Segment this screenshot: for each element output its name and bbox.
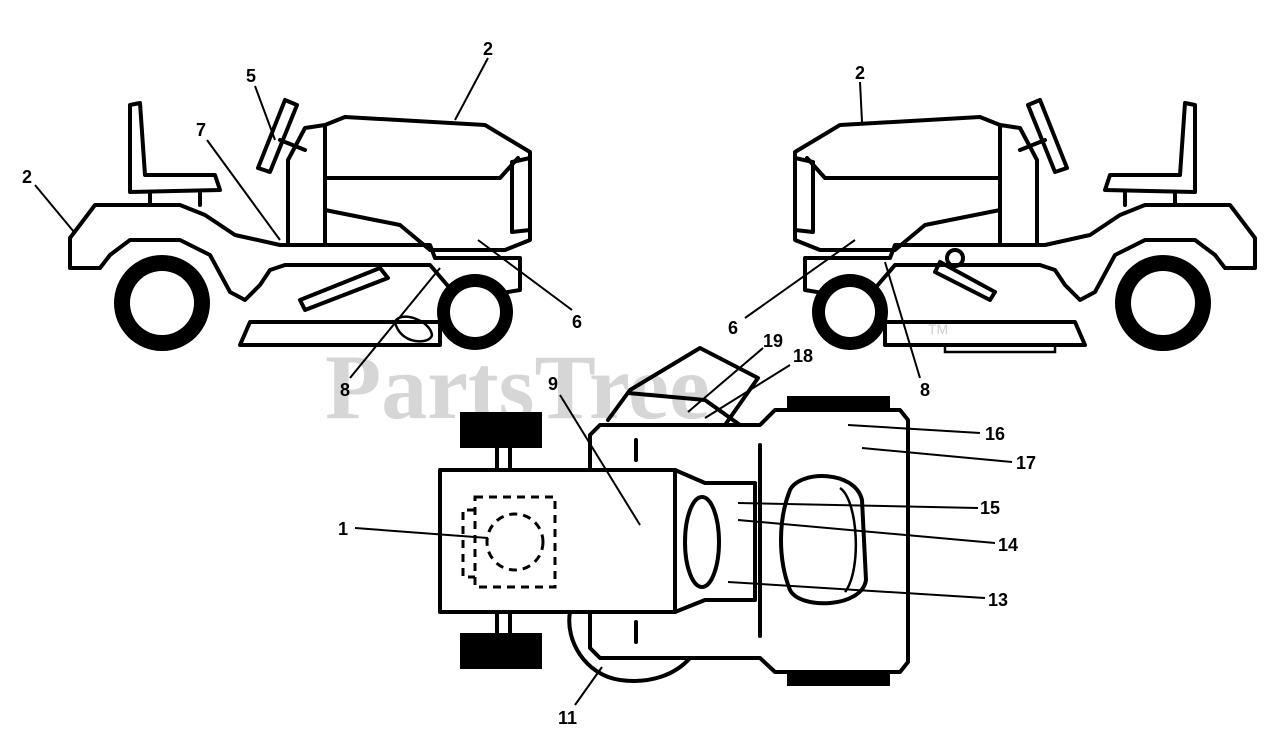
callout-13: 13	[988, 590, 1008, 610]
left-grille	[510, 156, 532, 234]
left-pedal	[298, 266, 390, 312]
top-engine-dashed-box	[473, 495, 557, 589]
callout-16: 16	[985, 424, 1005, 444]
tractor-left-side-view	[68, 98, 532, 351]
watermark-tm: TM	[928, 321, 948, 337]
callout-6-right: 6	[728, 318, 738, 338]
top-hood	[438, 468, 677, 614]
left-steering-wheel	[256, 98, 299, 174]
top-steering-wheel	[683, 495, 721, 589]
right-mower-deck	[883, 320, 1087, 347]
right-grille	[793, 156, 815, 234]
callout-7: 7	[196, 120, 206, 140]
top-rear-wheel-lower	[787, 672, 890, 686]
top-rear-wheel-upper	[787, 396, 890, 410]
left-seat	[128, 101, 222, 194]
tractor-right-side-view	[793, 98, 1257, 354]
callout-11: 11	[558, 708, 577, 728]
right-hood	[793, 115, 1002, 252]
top-front-wheel-upper	[460, 412, 542, 448]
left-dash	[286, 123, 327, 247]
right-rear-fender	[803, 203, 1257, 302]
right-steering-wheel	[1026, 98, 1069, 174]
right-dash	[998, 123, 1039, 247]
callout-5: 5	[246, 66, 256, 86]
callout-labels: 2 2 2 5 7 6 6 8 8 9 19 18 16 17 15 14 13…	[22, 39, 1036, 728]
callout-2-left-hood: 2	[483, 39, 493, 59]
left-hood	[323, 115, 532, 252]
left-steering-column	[278, 138, 307, 152]
callout-6-left: 6	[572, 312, 582, 332]
top-chassis	[588, 408, 910, 674]
left-deck-lever	[393, 315, 434, 343]
callout-14: 14	[998, 535, 1018, 555]
top-dash-panel	[673, 468, 757, 614]
callout-1: 1	[338, 519, 348, 539]
top-front-wheel-lower	[460, 633, 542, 669]
left-seat-post	[148, 190, 202, 207]
callout-9: 9	[548, 374, 558, 394]
right-seat	[1103, 101, 1197, 194]
top-seat	[779, 474, 868, 606]
left-rear-fender	[68, 203, 522, 302]
tractor-top-view	[438, 346, 910, 686]
callout-8-left: 8	[340, 380, 350, 400]
left-hood-line	[323, 156, 520, 180]
callout-18: 18	[793, 346, 813, 366]
leader-lines	[34, 57, 1013, 706]
callout-2-right-hood: 2	[855, 63, 865, 83]
callout-15: 15	[980, 498, 1000, 518]
top-deck-edge	[567, 610, 692, 683]
right-lever	[933, 260, 997, 302]
top-front-axle	[495, 446, 512, 635]
callout-19: 19	[763, 331, 783, 351]
callout-17: 17	[1016, 453, 1036, 473]
top-engine-dashed-circle	[485, 512, 545, 572]
top-discharge-chute	[606, 346, 760, 427]
callout-8-right: 8	[920, 380, 930, 400]
callout-2-left-fender: 2	[22, 167, 32, 187]
